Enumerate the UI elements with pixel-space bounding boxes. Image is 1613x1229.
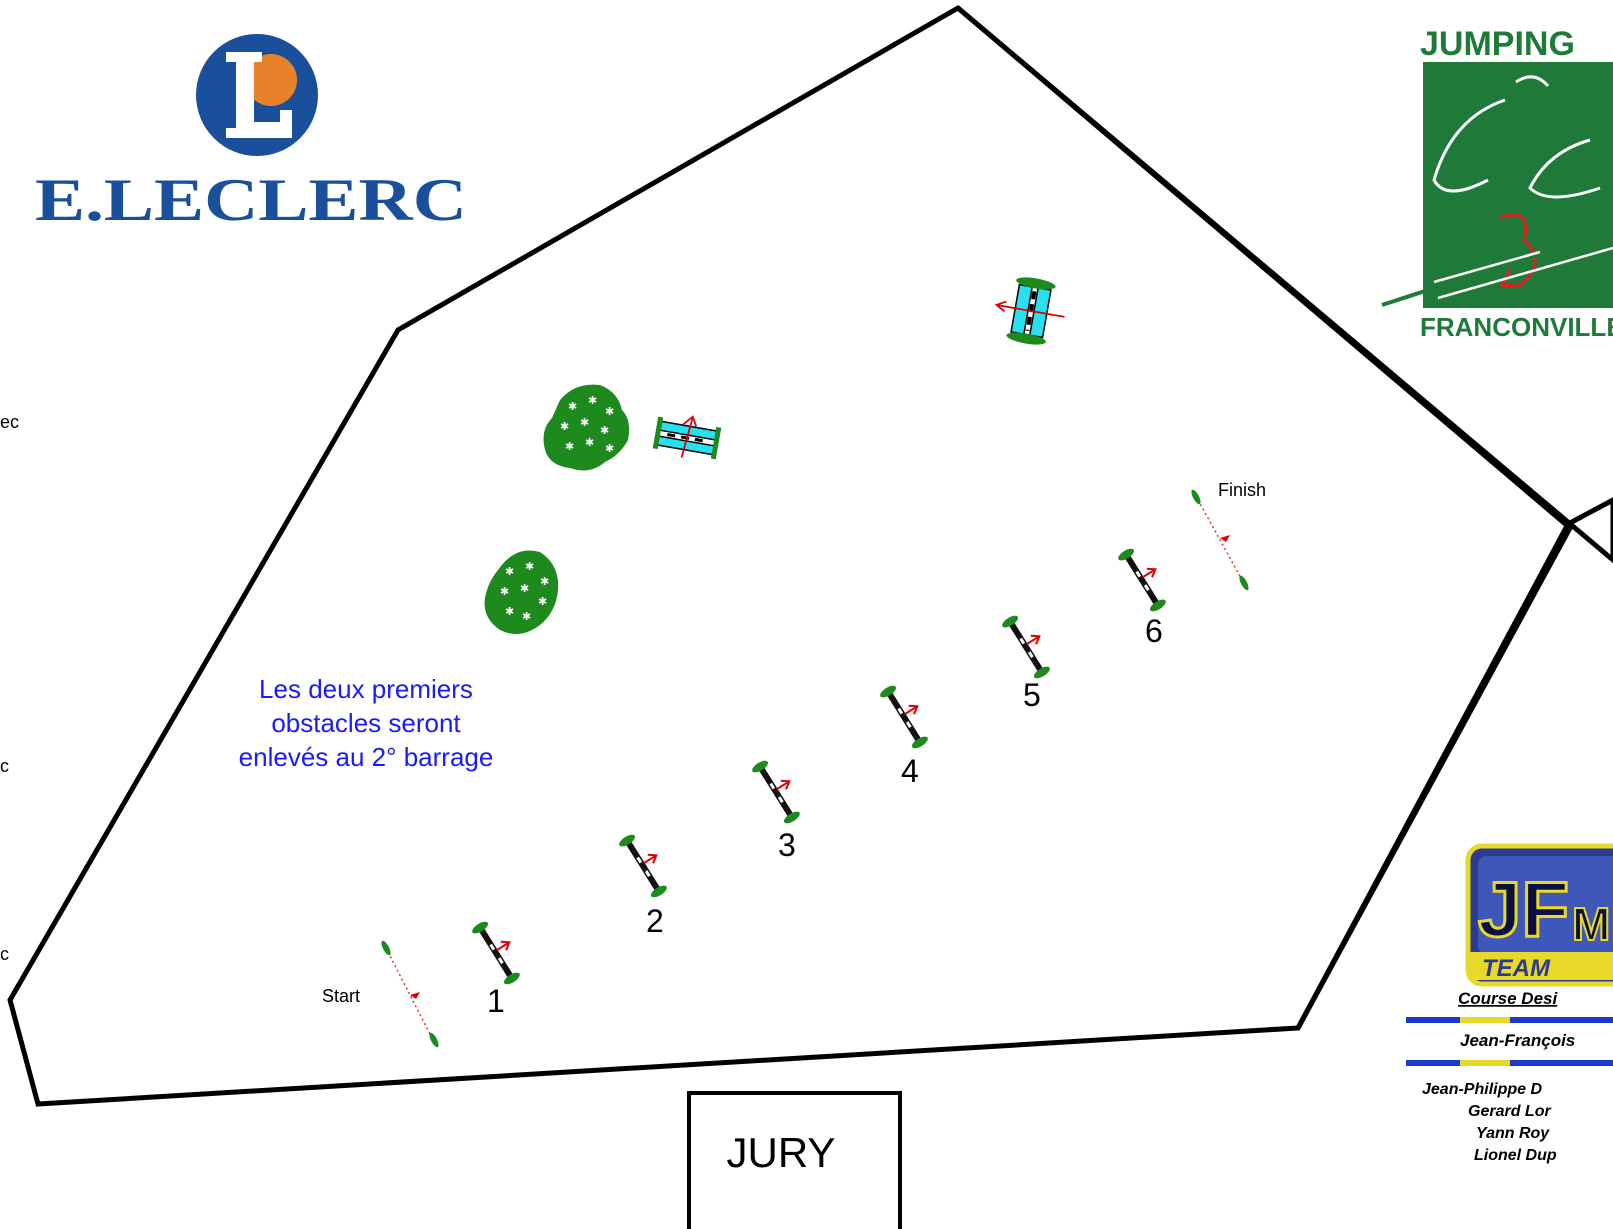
jury-label: JURY [727,1129,836,1176]
designer-name: Jean-François [1460,1031,1575,1050]
divider-1 [1406,1017,1613,1023]
start-label: Start [322,986,360,1006]
svg-text:✱: ✱ [605,405,614,418]
divider-2 [1406,1060,1613,1066]
fence-2 [619,834,667,898]
svg-text:✱: ✱ [585,436,594,449]
svg-text:✱: ✱ [505,605,514,618]
svg-text:✱: ✱ [522,610,531,623]
bush-lower: ✱ ✱ ✱ ✱ ✱ ✱ ✱ ✱ [484,550,559,634]
obstacle-number-2: 2 [646,903,664,939]
obstacle-number-4: 4 [901,753,919,789]
svg-text:✱: ✱ [538,595,547,608]
svg-text:✱: ✱ [600,424,609,437]
leclerc-wordmark: E.LECLERC [35,167,467,233]
margin-text-1: ec [0,412,19,432]
svg-text:✱: ✱ [568,400,577,413]
svg-text:✱: ✱ [525,560,534,573]
jumping-logo: JUMPING FRANCONVILLE [1381,25,1613,342]
svg-text:✱: ✱ [520,582,529,595]
svg-text:✱: ✱ [565,440,574,453]
finish-label: Finish [1218,480,1266,500]
svg-text:✱: ✱ [540,575,549,588]
start-line [381,940,439,1048]
fence-5 [1002,615,1050,679]
svg-text:✱: ✱ [500,585,509,598]
finish-line [1191,489,1249,591]
oxer-large [994,277,1065,345]
svg-text:✱: ✱ [580,416,589,429]
jumping-title: JUMPING [1420,25,1575,63]
note-line-1: Les deux premiers [259,674,473,704]
assistant-4: Lionel Dup [1474,1147,1557,1164]
svg-text:✱: ✱ [560,420,569,433]
assistant-2: Gerard Lor [1468,1103,1551,1120]
jury-box [687,1091,902,1229]
jfm-letters: JF [1478,865,1569,953]
fence-4 [880,685,928,749]
jfm-team: TEAM [1482,955,1551,982]
arena-boundary [956,6,1574,1030]
svg-text:✱: ✱ [505,565,514,578]
margin-text-3: c [0,944,9,964]
note-line-2: obstacles seront [271,708,461,738]
margin-text-2: c [0,756,9,776]
svg-text:✱: ✱ [605,442,614,455]
obstacle-number-1: 1 [487,983,505,1019]
fence-1 [472,921,520,985]
jfm-badge: JF M TEAM [1465,843,1613,987]
fence-3 [752,760,800,824]
designer-caption: Course Desi [1458,989,1558,1008]
note-line-3: enlevés au 2° barrage [239,742,494,772]
bush-upper: ✱✱✱ ✱✱✱ ✱✱✱ [543,384,630,471]
fence-6 [1118,548,1166,612]
leclerc-logo: E.LECLERC [35,34,467,233]
obstacle-number-3: 3 [778,827,796,863]
svg-text:✱: ✱ [588,394,597,407]
obstacle-number-5: 5 [1023,677,1041,713]
oxer-small [652,415,722,460]
assistant-3: Yann Roy [1476,1125,1550,1142]
assistant-1: Jean-Philippe D [1422,1081,1542,1098]
jfm-letter-m: M [1572,898,1610,950]
franconville-text: FRANCONVILLE [1420,312,1613,342]
obstacle-number-6: 6 [1145,613,1163,649]
